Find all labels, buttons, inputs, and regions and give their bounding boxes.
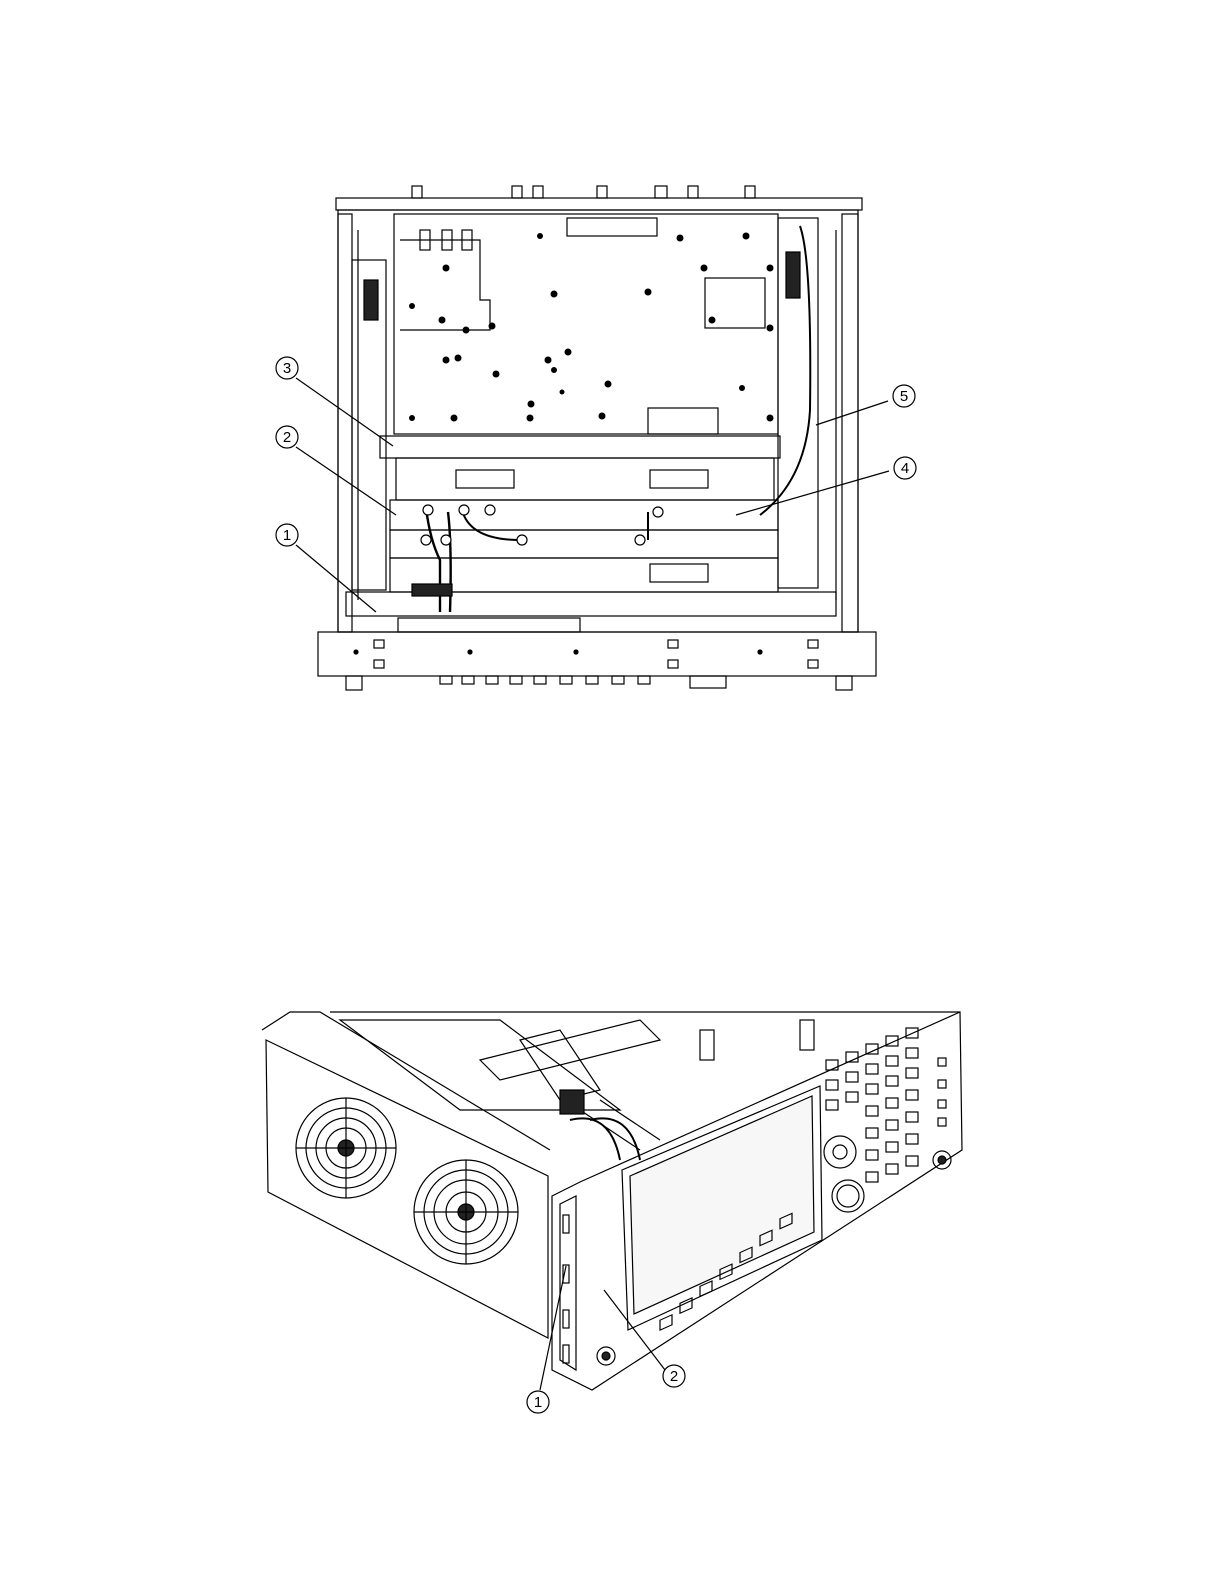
chassis-top-edge-left bbox=[262, 1012, 550, 1150]
display-screen bbox=[630, 1096, 814, 1314]
handle-marks bbox=[563, 1215, 569, 1363]
front-indicator-3 bbox=[938, 1100, 946, 1108]
callout-1-label: 1 bbox=[283, 527, 291, 544]
leader-4 bbox=[736, 471, 889, 515]
left-rail bbox=[338, 214, 352, 632]
chassis-outline bbox=[338, 210, 858, 632]
cable-b bbox=[448, 512, 451, 612]
assembly-rail-3 bbox=[380, 436, 780, 458]
fan-left bbox=[296, 1098, 396, 1198]
isometric-view-figure: 1 2 bbox=[0, 990, 1224, 1430]
assembly-upper-slot-left bbox=[456, 470, 514, 488]
leader-5 bbox=[816, 401, 888, 425]
leader-2 bbox=[296, 447, 396, 515]
leader-iso-1 bbox=[540, 1266, 566, 1390]
callout-4-label: 4 bbox=[901, 460, 909, 477]
front-foot-right bbox=[836, 676, 852, 690]
callout-iso-1-label: 1 bbox=[534, 1394, 542, 1411]
front-foot-left bbox=[346, 676, 362, 690]
front-indicator-2 bbox=[938, 1080, 946, 1088]
board-header bbox=[567, 218, 657, 236]
front-panel-marks bbox=[354, 640, 818, 668]
cable-connectors bbox=[421, 505, 663, 545]
top-view-figure: 3 2 1 5 4 bbox=[0, 0, 1224, 760]
assembly-upper bbox=[396, 458, 774, 500]
front-connector-right-pin bbox=[938, 1156, 946, 1164]
fan-right bbox=[414, 1160, 518, 1264]
callout-2-label: 2 bbox=[283, 429, 291, 446]
nav-center bbox=[833, 1145, 847, 1159]
front-panel-bar bbox=[318, 632, 876, 676]
rear-side-panel bbox=[266, 1040, 548, 1338]
rear-connectors bbox=[412, 186, 755, 198]
rear-panel-strip bbox=[336, 198, 862, 210]
assembly-lower-slot bbox=[650, 564, 708, 582]
leader-1 bbox=[296, 545, 376, 612]
callout-3-label: 3 bbox=[283, 360, 291, 377]
leader-3 bbox=[296, 378, 393, 446]
right-rail bbox=[842, 214, 858, 632]
front-indicator-4 bbox=[938, 1118, 946, 1126]
right-connector bbox=[786, 252, 800, 298]
callout-5-label: 5 bbox=[900, 388, 908, 405]
board-cutout bbox=[400, 240, 490, 330]
assembly-upper-slot-right bbox=[650, 470, 708, 488]
board-module bbox=[648, 408, 718, 434]
bottom-plate-block bbox=[412, 584, 452, 596]
front-connector-left-pin bbox=[602, 1352, 610, 1360]
top-view-drawing: 3 2 1 5 4 bbox=[0, 0, 1224, 760]
front-panel-keys bbox=[440, 676, 726, 688]
front-indicator-1 bbox=[938, 1058, 946, 1066]
nav-ring bbox=[824, 1136, 856, 1168]
callout-iso-2-label: 2 bbox=[670, 1368, 678, 1385]
rotary-knob-inner bbox=[837, 1185, 859, 1207]
isometric-view-drawing: 1 2 bbox=[0, 990, 1224, 1430]
left-connector bbox=[364, 280, 378, 320]
board-screws bbox=[409, 233, 774, 422]
front-sub-plate bbox=[398, 618, 580, 632]
